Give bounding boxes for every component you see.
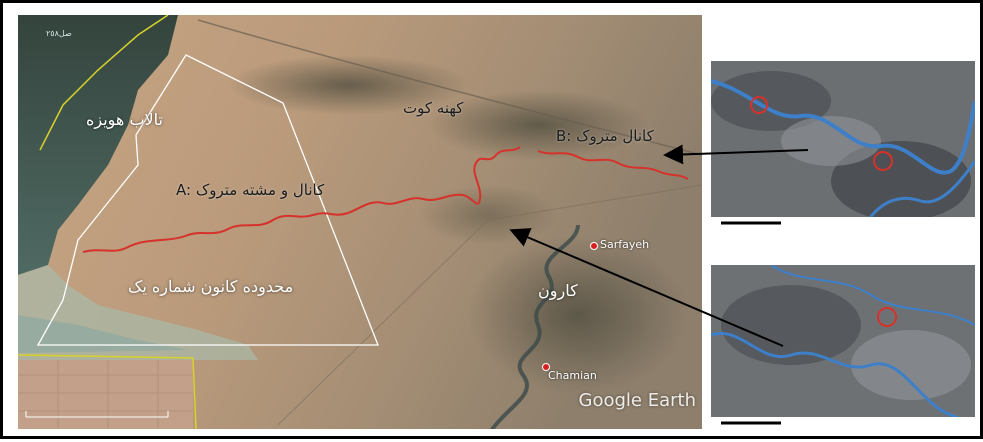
inset-a-canvas [711,265,975,433]
scale-bar [25,411,169,418]
road [197,19,702,156]
border-line-north [39,15,169,151]
label-koshk: کهنه کوت [403,99,464,117]
inset-image-b [711,61,975,233]
zone-polygon [36,54,379,346]
canal-a-path [82,146,521,253]
label-canal-b: B: کانال متروک [556,127,654,145]
place-sarfayeh: Sarfayeh [600,238,650,251]
road [277,184,702,426]
inset-image-a [711,265,975,433]
wetland-area [18,15,178,275]
satellite-map: تالاب هویزه کهنه کوت B: کانال متروک A: ک… [18,15,702,429]
map-canvas [18,15,702,429]
vegetation-patch [428,90,648,160]
place-pin-chamian [542,363,550,371]
border-line-south [18,354,197,429]
label-karun: کارون [538,281,578,300]
label-zone: محدوده کانون شماره یک [128,277,294,296]
inset-b-canvas [711,61,975,233]
canal-b-path [537,150,689,180]
vegetation-patch [228,55,468,115]
label-hoveyzeh: تالاب هویزه [86,110,163,129]
place-chamian: Chamian [548,369,597,382]
label-canal-a: A: کانال و مشته متروک [176,181,325,199]
shallow-water [18,315,188,353]
vegetation-patch [418,185,558,245]
label-small: صل٢٥٨ [46,29,72,38]
place-pin-sarfayeh [590,242,598,250]
farmland-area [18,360,193,429]
google-earth-watermark: Google Earth [578,390,696,411]
